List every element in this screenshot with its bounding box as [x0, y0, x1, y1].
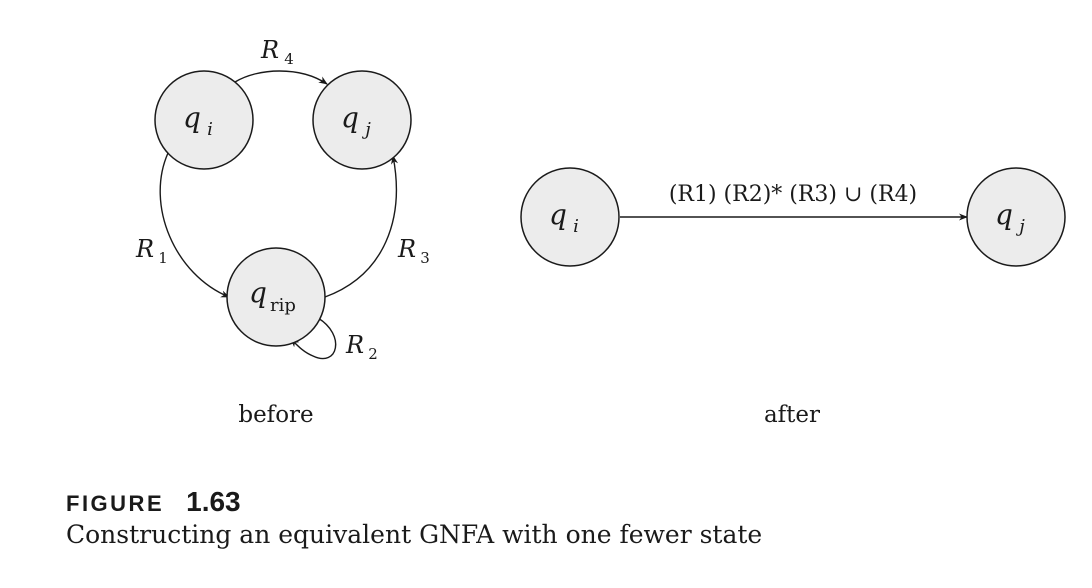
before-diagram: q i q j q rip R 4 R 1 R 2 R 3 be — [135, 36, 430, 428]
svg-text:j: j — [1015, 216, 1025, 237]
svg-text:q: q — [341, 101, 359, 134]
svg-text:q: q — [183, 101, 201, 134]
svg-text:i: i — [207, 119, 213, 140]
svg-text:R: R — [397, 235, 416, 263]
edge-label-combined: (R1) (R2)* (R3) ∪ (R4) — [669, 182, 917, 207]
svg-text:R: R — [135, 235, 154, 263]
svg-text:R: R — [260, 36, 279, 64]
state-qj-after: q j — [966, 167, 1066, 267]
svg-text:j: j — [361, 119, 371, 140]
after-label: after — [764, 402, 820, 428]
svg-text:R: R — [345, 331, 364, 359]
svg-text:q: q — [249, 276, 267, 309]
before-label: before — [238, 402, 313, 428]
figure-number: 1.63 — [186, 486, 241, 517]
edge-label-r1: R 1 — [135, 235, 168, 267]
svg-text:q: q — [549, 198, 567, 231]
edge-label-r4: R 4 — [260, 36, 294, 68]
edge-r2-loop — [290, 317, 337, 360]
svg-text:i: i — [573, 216, 579, 237]
figure-caption: Constructing an equivalent GNFA with one… — [66, 520, 763, 549]
state-qj-before: q j — [312, 70, 412, 170]
svg-text:1: 1 — [158, 249, 168, 267]
after-diagram: q i q j (R1) (R2)* (R3) ∪ (R4) after — [520, 167, 1066, 428]
edge-label-r3: R 3 — [397, 235, 430, 267]
edge-label-r2: R 2 — [345, 331, 378, 363]
svg-text:4: 4 — [284, 50, 294, 68]
edge-r4 — [234, 70, 328, 85]
edge-r1 — [159, 152, 230, 298]
svg-text:3: 3 — [420, 249, 430, 267]
state-qrip: q rip — [226, 247, 326, 347]
edge-r3 — [324, 155, 399, 298]
svg-text:2: 2 — [368, 345, 378, 363]
figure-heading: FIGURE 1.63 — [66, 486, 241, 518]
svg-text:rip: rip — [270, 295, 296, 316]
state-qi-before: q i — [154, 70, 254, 170]
figure-word: FIGURE — [66, 491, 165, 516]
state-qi-after: q i — [520, 167, 620, 267]
gnfa-diagram: q i q j q rip R 4 R 1 R 2 R 3 be — [135, 36, 1066, 428]
svg-text:q: q — [995, 198, 1013, 231]
